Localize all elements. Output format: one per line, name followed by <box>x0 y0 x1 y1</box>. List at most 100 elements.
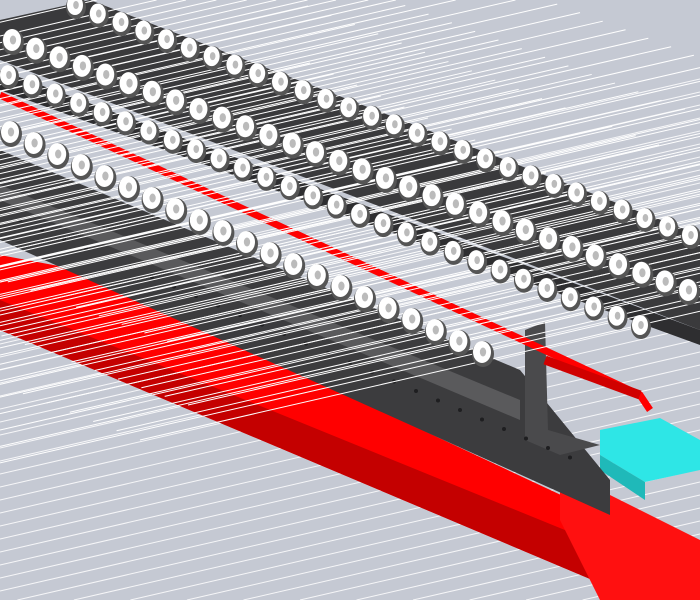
eyelet-hole <box>73 1 79 9</box>
eyelet-hole <box>499 216 506 226</box>
thread <box>71 216 700 363</box>
eyelet-hole <box>380 219 387 228</box>
thread <box>116 296 700 432</box>
eyelet-hole <box>333 200 340 209</box>
rail-hole <box>568 455 572 460</box>
eyelet-hole <box>33 44 40 54</box>
eyelet-hole <box>209 52 216 61</box>
thread <box>0 238 688 398</box>
eyelet-hole <box>685 285 693 295</box>
eyelet-hole <box>6 71 12 79</box>
eyelet-hole <box>406 182 413 192</box>
eyelet-hole <box>76 98 83 107</box>
eyelet-hole <box>450 246 457 255</box>
cyan-block-top <box>600 418 700 482</box>
eyelet-hole <box>615 259 623 269</box>
eyelet-hole <box>99 108 106 117</box>
eyelet-hole <box>287 182 293 191</box>
eyelet-hole <box>665 222 672 231</box>
thread <box>0 132 700 295</box>
eyelet-hole <box>314 270 321 280</box>
eyelet-hole <box>291 259 298 269</box>
thread <box>0 146 700 309</box>
eyelet-hole <box>123 117 129 126</box>
lower-rail-face <box>0 185 520 420</box>
thread <box>0 139 476 250</box>
lower-rail-body <box>0 150 610 515</box>
thread <box>0 98 543 224</box>
eyelet-hole <box>53 89 59 98</box>
thread <box>0 39 499 156</box>
thread <box>0 29 626 175</box>
thread <box>0 216 641 365</box>
thread <box>0 227 665 382</box>
eyelet-hole <box>289 138 296 148</box>
eyelet-hole <box>369 111 375 120</box>
rail-hole <box>546 446 550 450</box>
eyelet-hole <box>619 205 626 214</box>
eyelet-hole <box>452 199 460 209</box>
eyelet-hole <box>591 302 597 311</box>
eyelet-hole <box>483 154 489 163</box>
eyelet-hole <box>95 9 102 18</box>
cyan-block-side <box>600 455 645 500</box>
eyelet-hole <box>567 293 574 302</box>
eyelet-hole <box>149 87 157 97</box>
thread <box>0 178 700 341</box>
eyelet-hole <box>392 120 398 129</box>
eyelet-hole <box>102 171 109 181</box>
eyelet-hole <box>429 190 436 200</box>
eyelet-hole <box>346 103 353 112</box>
eyelet-hole <box>427 237 434 246</box>
eyelet-hole <box>126 78 133 88</box>
eyelet-hole <box>382 173 390 183</box>
eyelet-hole <box>385 303 392 313</box>
eyelet-hole <box>505 162 512 171</box>
thread <box>0 54 695 216</box>
eyelet-hole <box>149 193 156 203</box>
thread <box>0 144 660 297</box>
eyelet-hole <box>456 336 463 346</box>
thread <box>0 284 700 447</box>
eyelet-hole <box>173 95 180 105</box>
thread <box>0 42 402 136</box>
thread <box>0 30 476 142</box>
thread <box>0 3 558 133</box>
thread <box>167 218 700 342</box>
thread <box>144 204 700 334</box>
eyelet-hole <box>146 126 153 135</box>
eyelet-hole <box>528 171 535 180</box>
thread <box>0 88 519 210</box>
eyelet-hole <box>361 292 369 302</box>
eyelet-hole <box>255 69 262 78</box>
eyelet-hole <box>242 121 250 131</box>
eyelet-hole <box>551 179 558 188</box>
eyelet-hole <box>243 237 251 247</box>
thread <box>7 122 700 283</box>
eyelet-hole <box>359 164 366 174</box>
thread <box>0 33 379 122</box>
eyelet-hole <box>29 80 36 89</box>
thread <box>0 108 700 271</box>
eyelet-hole <box>479 347 487 357</box>
eyelet-hole <box>544 283 551 292</box>
eyelet-hole <box>196 215 203 225</box>
eyelet-hole <box>409 314 416 324</box>
eyelet-hole <box>522 225 529 235</box>
eyelet-hole <box>220 226 227 236</box>
eyelet-hole <box>7 127 15 137</box>
eyelet-hole <box>55 149 62 159</box>
thread <box>24 188 700 346</box>
eyelet-hole <box>278 77 284 86</box>
eyelet-hole <box>56 52 63 62</box>
eyelet-hole <box>545 233 553 243</box>
eyelet-hole <box>312 147 320 157</box>
eyelet-hole <box>31 138 38 148</box>
eyelet-hole <box>432 325 439 335</box>
thread <box>0 67 700 230</box>
eyelet-hole <box>460 145 467 154</box>
rail-hole <box>414 389 418 393</box>
eyelet-hole <box>357 209 363 218</box>
